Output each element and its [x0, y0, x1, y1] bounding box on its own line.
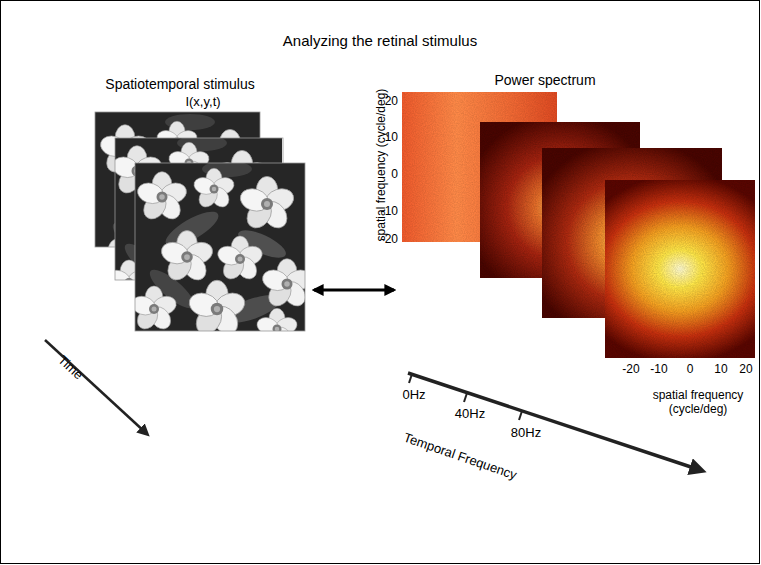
- panel-heading: Spatiotemporal stimulus: [105, 76, 254, 92]
- axis-label: spatial frequency (cycle/deg): [639, 389, 757, 417]
- image-frame: [129, 159, 314, 351]
- double-arrow: [314, 289, 394, 292]
- tick-label: 0Hz: [402, 388, 425, 403]
- time-arrow: [45, 340, 146, 433]
- axis-label: Time: [55, 353, 86, 383]
- spectrum-panel: [605, 180, 755, 358]
- diagram-title: Analyzing the retinal stimulus: [283, 32, 477, 49]
- tick-label: -10: [381, 205, 398, 219]
- axis-label: spatial frequency (cycle/deg): [375, 89, 389, 242]
- tick-label: 80Hz: [511, 426, 541, 441]
- tick-label: -10: [650, 363, 667, 377]
- symbol-label: I(x,y,t): [185, 95, 220, 110]
- tick-label: 0: [687, 363, 694, 377]
- tick-label: 20: [739, 363, 752, 377]
- tick-label: 10: [714, 363, 727, 377]
- panel-heading: Power spectrum: [494, 72, 595, 88]
- tick-label: 0: [391, 168, 398, 182]
- tick-label: -20: [381, 233, 398, 247]
- axis-label: Temporal Frequency: [402, 431, 519, 484]
- tick-label: 20: [385, 95, 398, 109]
- tick-label: -20: [622, 363, 639, 377]
- tick-label: 40Hz: [455, 407, 485, 422]
- tick-label: 10: [385, 131, 398, 145]
